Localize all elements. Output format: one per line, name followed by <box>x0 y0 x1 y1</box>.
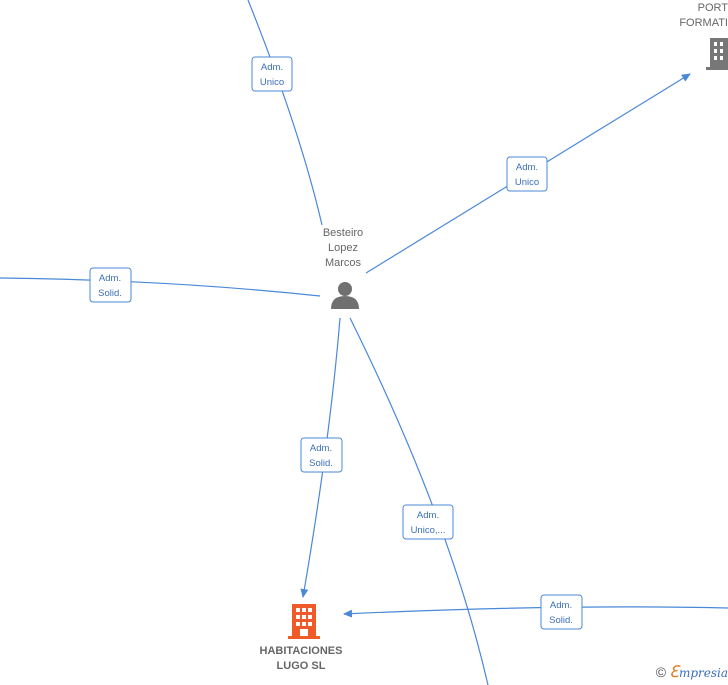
edge-label-line: Adm. <box>550 600 572 611</box>
edge-label-down-right[interactable]: Adm. Unico,... <box>402 504 454 540</box>
node-company-top-right[interactable]: PORT FORMATI <box>679 2 728 70</box>
brand-logo-initial: ℇ <box>669 662 679 681</box>
edge-down-right <box>349 317 489 685</box>
node-company-top-right-label-line: FORMATI <box>679 17 728 29</box>
edge-right <box>343 606 728 618</box>
edge-label-line: Adm. <box>516 162 538 173</box>
node-company-main-label-line: HABITACIONES <box>260 645 343 657</box>
node-person[interactable]: Besteiro Lopez Marcos <box>323 227 363 309</box>
edge-label-line: Adm. <box>99 273 121 284</box>
node-person-label-line: Besteiro <box>323 227 363 239</box>
edge-label-left[interactable]: Adm. Solid. <box>89 267 132 303</box>
edge-label-top-right[interactable]: Adm. Unico <box>506 156 548 192</box>
brand-watermark: ©ℇmpresia <box>656 662 728 681</box>
edge-label-top[interactable]: Adm. Unico <box>251 56 293 92</box>
building-icon <box>288 604 320 639</box>
edge-label-line: Unico <box>260 77 284 88</box>
edge-label-line: Adm. <box>417 510 439 521</box>
edge-label-line: Solid. <box>549 615 573 626</box>
copyright-symbol: © <box>655 664 667 680</box>
edge-label-line: Unico,... <box>411 525 446 536</box>
person-icon <box>331 282 359 309</box>
edge-top <box>247 0 323 226</box>
edge-label-line: Solid. <box>309 458 333 469</box>
brand-logo-text: mpresia <box>678 666 728 680</box>
edge-label-line: Unico <box>515 177 539 188</box>
edge-left <box>0 277 321 297</box>
edge-label-down[interactable]: Adm. Solid. <box>300 437 343 473</box>
edge-label-line: Solid. <box>98 288 122 299</box>
edge-label-right[interactable]: Adm. Solid. <box>540 594 583 630</box>
node-company-top-right-label-line: PORT <box>698 2 728 14</box>
edge-label-line: Adm. <box>261 62 283 73</box>
node-company-main[interactable]: HABITACIONES LUGO SL <box>260 604 343 672</box>
edge-label-line: Adm. <box>310 443 332 454</box>
node-person-label-line: Marcos <box>325 257 362 269</box>
node-company-main-label-line: LUGO SL <box>277 660 326 672</box>
building-icon <box>706 38 728 70</box>
node-person-label-line: Lopez <box>328 242 358 254</box>
